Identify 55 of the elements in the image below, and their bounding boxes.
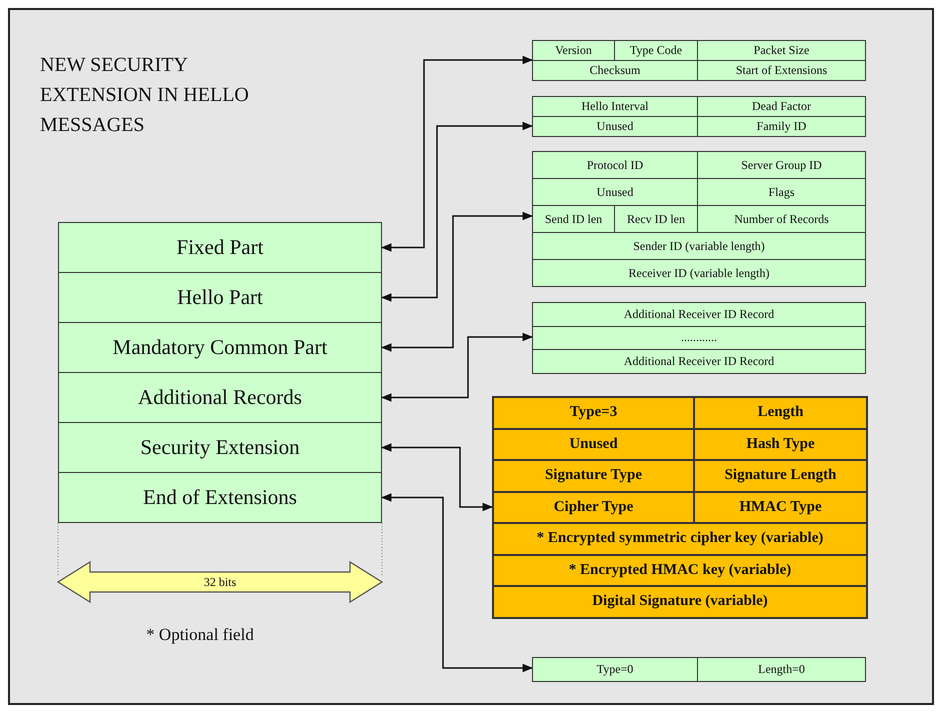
field-cell: Family ID <box>698 116 866 136</box>
field-cell: Sender ID (variable length) <box>532 232 866 260</box>
field-cell: Type=0 <box>532 658 698 682</box>
field-box: Fixed Part <box>58 222 382 273</box>
field-cell: Version <box>532 40 614 60</box>
field-cell: Receiver ID (variable length) <box>532 260 866 286</box>
field-cell: ............ <box>532 326 866 350</box>
field-box: Security Extension <box>58 422 382 473</box>
field-cell: Unused <box>532 116 698 136</box>
note: * Optional field <box>145 626 255 644</box>
field-cell: Start of Extensions <box>698 60 866 80</box>
field-cell: Length <box>694 397 867 428</box>
arrow <box>380 443 494 512</box>
field-box: Additional Records <box>58 372 382 423</box>
field-cell: Additional Receiver ID Record <box>532 302 866 326</box>
field-cell: HMAC Type <box>694 492 867 523</box>
field-cell: Additional Receiver ID Record <box>532 350 866 373</box>
arrow <box>380 332 534 402</box>
field-cell: Hash Type <box>694 428 867 460</box>
field-cell: Number of Records <box>698 206 866 232</box>
field-cell: Cipher Type <box>493 492 694 523</box>
field-cell: Server Group ID <box>698 152 866 178</box>
field-cell: Flags <box>698 178 866 206</box>
field-cell: * Encrypted HMAC key (variable) <box>493 554 867 586</box>
arrow <box>380 212 534 352</box>
field-cell: Dead Factor <box>698 96 866 116</box>
field-cell: Digital Signature (variable) <box>493 586 867 618</box>
field-cell: * Encrypted symmetric cipher key (variable) <box>493 523 867 554</box>
field-cell: Packet Size <box>698 40 866 60</box>
field-cell: Protocol ID <box>532 152 698 178</box>
field-box: Hello Part <box>58 272 382 323</box>
packet-table <box>532 151 866 287</box>
packet-table <box>532 96 866 137</box>
packet-table <box>532 40 866 81</box>
field-box: End of Extensions <box>58 472 382 523</box>
field-cell: Type Code <box>614 40 698 60</box>
arrow <box>380 122 534 302</box>
field-cell: Checksum <box>532 60 698 80</box>
field-cell: Unused <box>532 178 698 206</box>
arrow <box>380 493 534 672</box>
field-cell: Hello Interval <box>532 96 698 116</box>
packet-table <box>532 657 866 682</box>
dimension-label: 32 bits <box>202 574 238 591</box>
field-cell: Unused <box>493 428 694 460</box>
field-cell: Signature Type <box>493 460 694 492</box>
field-box: Mandatory Common Part <box>58 322 382 373</box>
arrow <box>380 56 534 252</box>
packet-table <box>532 302 866 374</box>
packet-table <box>492 396 868 618</box>
title: NEW SECURITY EXTENSION IN HELLO MESSAGES <box>40 53 250 138</box>
field-cell: Length=0 <box>698 658 866 682</box>
field-cell: Type=3 <box>493 397 694 428</box>
field-cell: Send ID len <box>532 206 614 232</box>
field-cell: Recv ID len <box>614 206 698 232</box>
field-cell: Signature Length <box>694 460 867 492</box>
